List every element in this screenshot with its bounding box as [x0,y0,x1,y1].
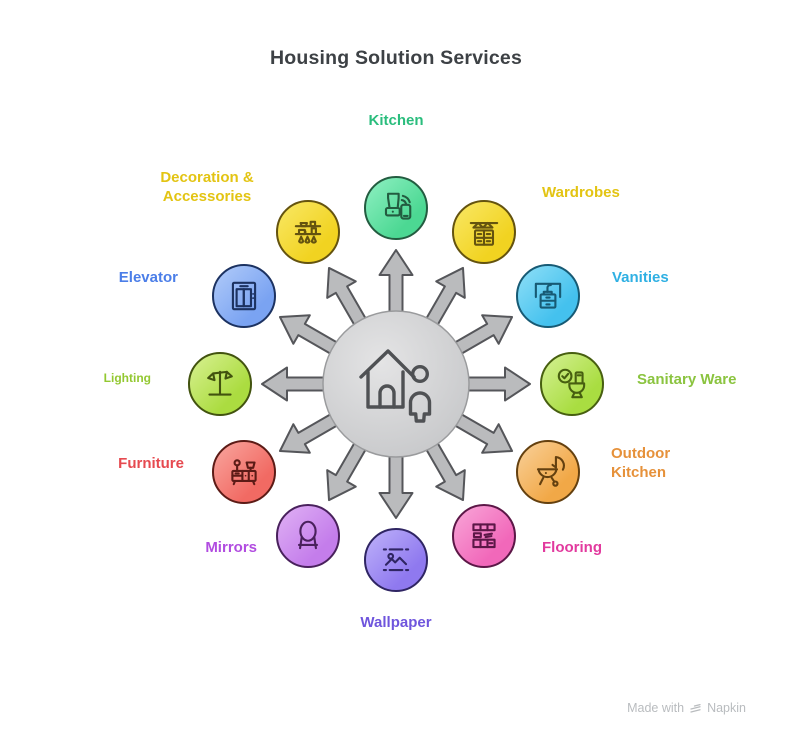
watermark-prefix: Made with [627,701,685,715]
label-vanities: Vanities [612,269,669,286]
node-sanitary-ware [540,352,604,416]
node-wardrobes [452,200,516,264]
node-lighting [188,352,252,416]
node-vanities [516,264,580,328]
label-flooring: Flooring [542,539,602,556]
node-wallpaper [364,528,428,592]
node-flooring [452,504,516,568]
label-mirrors: Mirrors [205,539,257,556]
label-lighting: Lighting [103,371,151,385]
furniture-icon [231,459,257,486]
napkin-logo-icon [690,703,701,713]
label-kitchen: Kitchen [368,112,424,129]
wardrobe-icon [469,221,499,246]
decoration-shelf-icon [294,220,322,244]
node-elevator [212,264,276,328]
smart-kitchen-icon [384,192,412,220]
watermark-brand: Napkin [707,701,746,715]
node-furniture [212,440,276,504]
label-wardrobes: Wardrobes [542,184,620,201]
flooring-icon [472,523,496,549]
label-furniture: Furniture [118,455,184,472]
elevator-icon [231,281,257,311]
vanity-icon [534,282,562,309]
label-elevator: Elevator [118,269,178,286]
label-wallpaper: Wallpaper [360,614,432,631]
wallpaper-icon [382,548,410,572]
floor-lamp-icon [207,370,233,396]
hub-circle [322,310,470,458]
house-with-person-icon [359,349,432,423]
sanitary-ware-icon [557,368,586,399]
node-outdoor-kitchen [516,440,580,504]
node-decoration-accessories [276,200,340,264]
grill-icon [536,455,565,487]
mirror-icon [297,520,319,550]
page-title: Housing Solution Services [269,47,523,69]
label-sanitary-ware: Sanitary Ware [637,371,737,388]
watermark: Made with Napkin [627,701,746,715]
node-kitchen [364,176,428,240]
label-decoration-accessories: Decoration & Accessories [160,169,254,206]
label-outdoor-kitchen: Outdoor Kitchen [611,445,671,482]
node-mirrors [276,504,340,568]
